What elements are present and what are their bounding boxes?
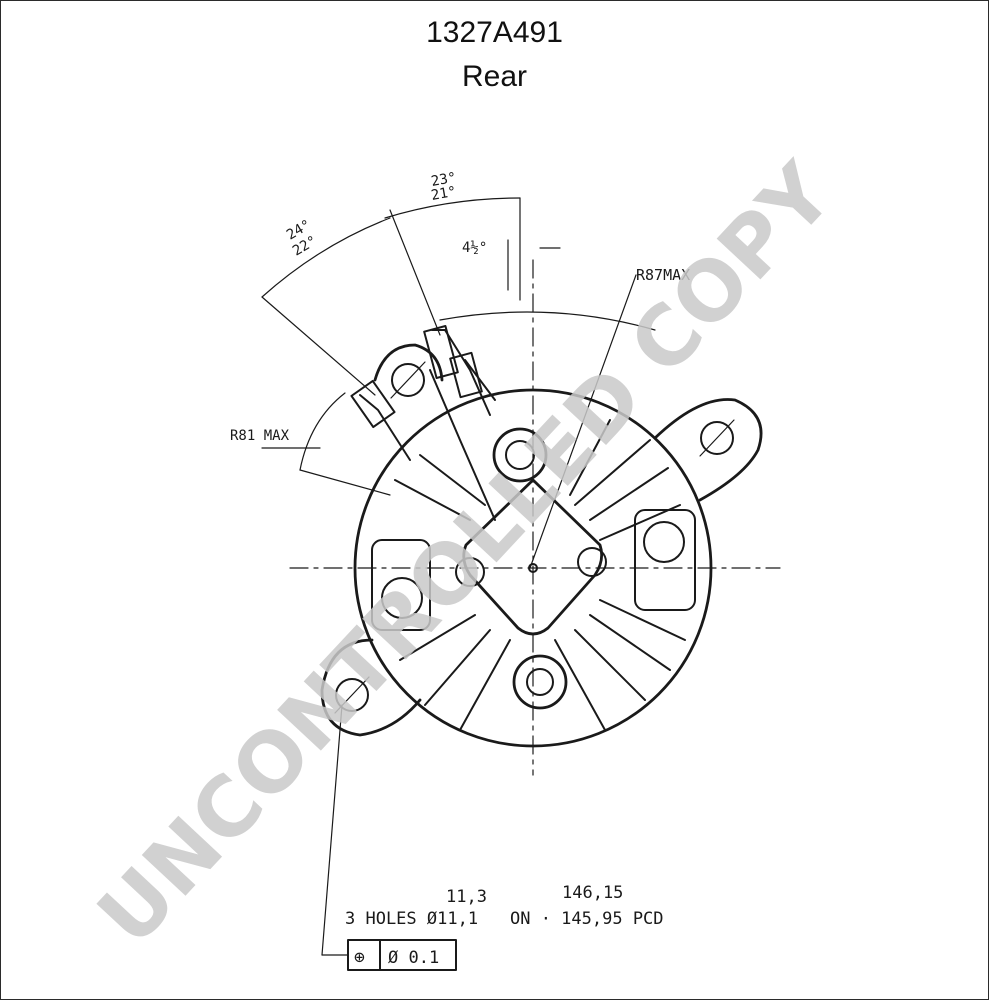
dimension-lines (261, 197, 656, 956)
position-symbol: ⊕ (354, 947, 365, 968)
holes-label-text: 3 HOLES Ø11,1 (345, 909, 478, 929)
cooling-fins (394, 419, 686, 731)
center-plate (455, 478, 607, 636)
angle-lower-text: 21° (430, 184, 458, 204)
terminal-studs (371, 427, 696, 710)
angle-upper-text: 23° (430, 170, 458, 190)
pcd-label-text: ON · 145,95 PCD (510, 909, 664, 929)
part-number-title: 1327A491 (426, 16, 563, 49)
tolerance-value-text: Ø 0.1 (388, 948, 439, 968)
radius-small-text: R81 MAX (230, 428, 290, 444)
housing-outline (320, 343, 763, 748)
watermark-text: UNCONTROLLED COPY (80, 145, 852, 964)
holes-tolerance-text: 11,3 (446, 887, 487, 907)
radius-large-text: R87MAX (636, 266, 690, 284)
view-label: Rear (461, 60, 528, 93)
tolerance-frame: ⊕ Ø 0.1 (347, 939, 457, 971)
offset-angle-text: 4½° (462, 240, 487, 256)
mounting-holes (334, 361, 735, 714)
pcd-upper-text: 146,15 (562, 883, 623, 903)
